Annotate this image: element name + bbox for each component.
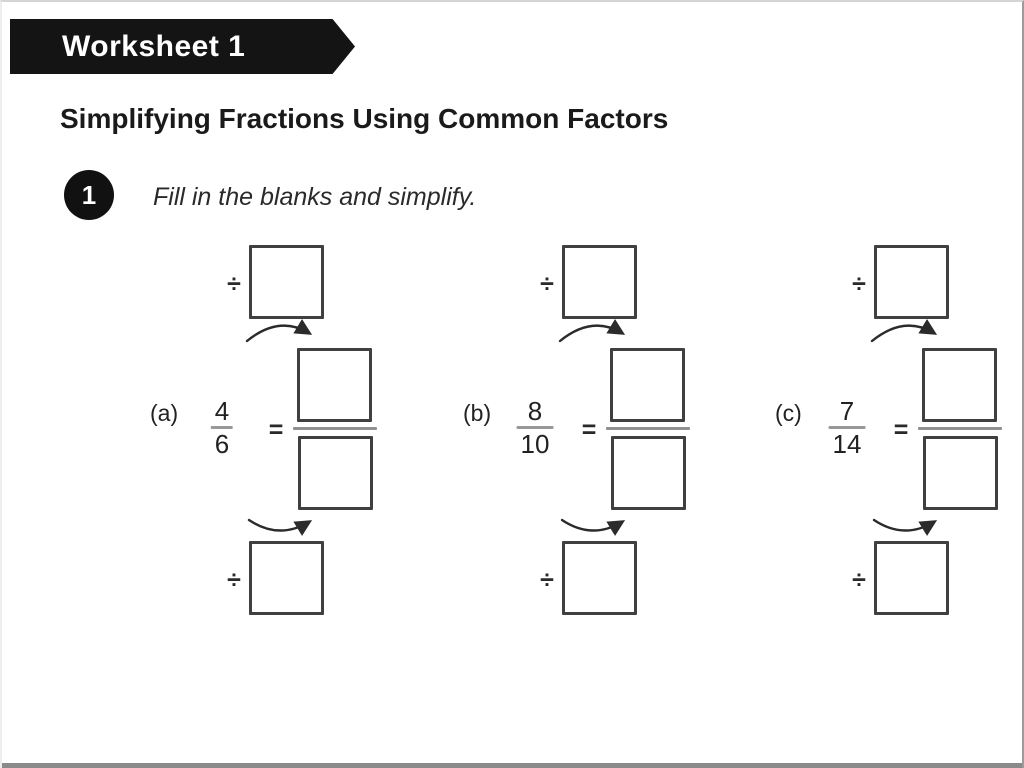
divide-sign-bottom: ÷ bbox=[227, 566, 241, 594]
top-factor-blank-box[interactable] bbox=[562, 245, 637, 319]
problem-label: (b) bbox=[463, 400, 492, 426]
curved-arrow-down-icon bbox=[245, 319, 313, 343]
given-fraction-bar bbox=[210, 426, 234, 429]
curved-arrow-up-icon bbox=[872, 518, 938, 536]
denominator-answer-box[interactable] bbox=[923, 436, 998, 510]
given-numerator: 7 bbox=[839, 396, 855, 426]
numerator-answer-box[interactable] bbox=[297, 348, 372, 422]
numerator-answer-box[interactable] bbox=[610, 348, 685, 422]
top-factor-blank-box[interactable] bbox=[249, 245, 324, 319]
divide-sign-top: ÷ bbox=[540, 270, 554, 298]
curved-arrow-down-icon bbox=[870, 319, 938, 343]
given-numerator: 8 bbox=[527, 396, 543, 426]
page-bottom-edge bbox=[2, 763, 1022, 768]
divide-sign-bottom: ÷ bbox=[852, 566, 866, 594]
given-fraction: 7 14 bbox=[828, 396, 866, 459]
problem-b: (b) 8 10 = ÷ ÷ bbox=[463, 242, 703, 622]
problem-label: (c) bbox=[775, 400, 802, 426]
equals-sign: = bbox=[581, 416, 597, 444]
worksheet-banner-label: Worksheet 1 bbox=[62, 30, 246, 63]
bottom-factor-blank-box[interactable] bbox=[874, 541, 949, 615]
worksheet-banner: Worksheet 1 bbox=[10, 19, 355, 74]
numerator-answer-box[interactable] bbox=[922, 348, 997, 422]
given-fraction-bar bbox=[828, 426, 866, 429]
given-fraction: 4 6 bbox=[210, 396, 234, 459]
given-fraction-bar bbox=[516, 426, 554, 429]
given-denominator: 10 bbox=[520, 429, 550, 459]
given-numerator: 4 bbox=[214, 396, 230, 426]
page-title: Simplifying Fractions Using Common Facto… bbox=[60, 103, 669, 134]
given-denominator: 14 bbox=[832, 429, 862, 459]
curved-arrow-up-icon bbox=[560, 518, 626, 536]
divide-sign-top: ÷ bbox=[227, 270, 241, 298]
problem-a: (a) 4 6 = ÷ ÷ bbox=[150, 242, 390, 622]
bottom-factor-blank-box[interactable] bbox=[249, 541, 324, 615]
answer-fraction-bar bbox=[293, 427, 377, 430]
denominator-answer-box[interactable] bbox=[298, 436, 373, 510]
equals-sign: = bbox=[893, 416, 909, 444]
problem-label: (a) bbox=[150, 400, 179, 426]
divide-sign-bottom: ÷ bbox=[540, 566, 554, 594]
question-instruction: Fill in the blanks and simplify. bbox=[153, 183, 477, 211]
question-number-badge: 1 bbox=[64, 170, 114, 220]
bottom-factor-blank-box[interactable] bbox=[562, 541, 637, 615]
given-fraction: 8 10 bbox=[516, 396, 554, 459]
answer-fraction-bar bbox=[918, 427, 1002, 430]
problem-c: (c) 7 14 = ÷ ÷ bbox=[775, 242, 1015, 622]
question-number: 1 bbox=[81, 179, 97, 210]
denominator-answer-box[interactable] bbox=[611, 436, 686, 510]
curved-arrow-up-icon bbox=[247, 518, 313, 536]
top-factor-blank-box[interactable] bbox=[874, 245, 949, 319]
answer-fraction-bar bbox=[606, 427, 690, 430]
divide-sign-top: ÷ bbox=[852, 270, 866, 298]
equals-sign: = bbox=[268, 416, 284, 444]
curved-arrow-down-icon bbox=[558, 319, 626, 343]
given-denominator: 6 bbox=[214, 429, 230, 459]
